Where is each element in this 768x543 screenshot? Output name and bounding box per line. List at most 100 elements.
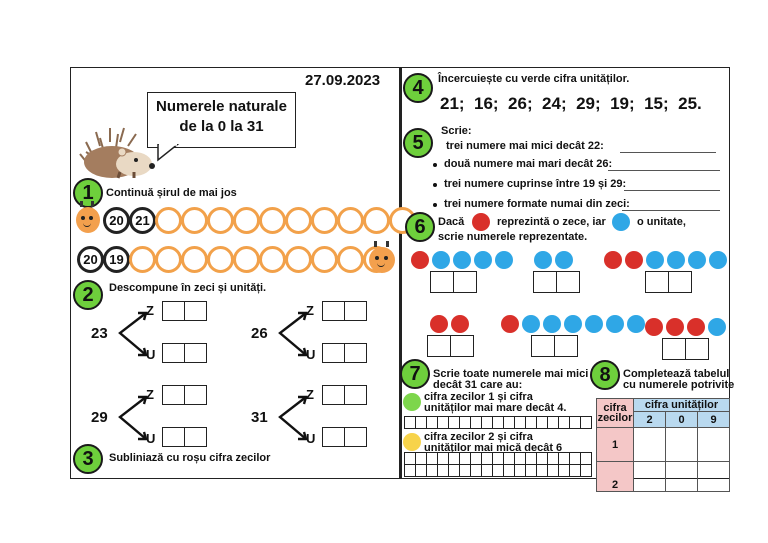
ex4-instruction: Încercuiește cu verde cifra unităților.	[438, 73, 630, 85]
answer-line-1[interactable]	[620, 152, 716, 153]
decompose-number: 26	[251, 325, 268, 342]
answer-box[interactable]	[556, 271, 580, 293]
answer-box[interactable]	[645, 271, 669, 293]
tens-box[interactable]	[184, 385, 207, 405]
answer-box[interactable]	[668, 271, 692, 293]
title-line1: Numerele naturale	[156, 98, 287, 115]
unit-dot	[667, 251, 685, 269]
table-cell[interactable]	[665, 427, 698, 462]
grid-cell[interactable]	[580, 416, 592, 429]
table-cell[interactable]	[697, 427, 730, 462]
caterpillar-number: 20	[103, 207, 130, 234]
ex7-item2: cifra zecilor 2 și cifra unităților mai …	[424, 432, 562, 454]
units-box[interactable]	[184, 343, 207, 363]
decompose-number: 31	[251, 409, 268, 426]
units-box[interactable]	[344, 343, 367, 363]
ex7-item2-line1: cifra zecilor 2 și cifra	[424, 431, 533, 443]
caterpillar-blank-ring[interactable]	[233, 207, 260, 234]
title-line2: de la 0 la 31	[179, 118, 264, 135]
bullet	[433, 163, 437, 167]
units-label: U	[146, 431, 156, 446]
units-box[interactable]	[322, 427, 345, 447]
units-box[interactable]	[162, 343, 185, 363]
table-cell[interactable]	[633, 461, 666, 492]
table-cell[interactable]	[665, 461, 698, 492]
answer-line-4[interactable]	[622, 210, 720, 211]
hedgehog-icon	[79, 127, 155, 179]
yellow-dot-icon	[403, 433, 421, 451]
tens-box[interactable]	[344, 385, 367, 405]
unit-dot	[432, 251, 450, 269]
caterpillar-blank-ring[interactable]	[285, 207, 312, 234]
ex7-instruction-line2: decât 31 care au:	[433, 379, 523, 391]
unit-dot	[495, 251, 513, 269]
caterpillar-blank-ring[interactable]	[181, 246, 208, 273]
ex6-part2: reprezintă o zece, iar	[497, 216, 606, 228]
branch-arrows-icon	[118, 395, 148, 441]
tens-box[interactable]	[184, 301, 207, 321]
units-box[interactable]	[184, 427, 207, 447]
caterpillar-blank-ring[interactable]	[285, 246, 312, 273]
ex8-instruction-line1: Completează tabelul	[623, 368, 730, 380]
answer-box[interactable]	[662, 338, 686, 360]
table-cell[interactable]	[697, 461, 730, 492]
unit-dot	[627, 315, 645, 333]
caterpillar-blank-ring[interactable]	[129, 246, 156, 273]
caterpillar-blank-ring[interactable]	[337, 207, 364, 234]
callout-tail	[157, 144, 180, 162]
caterpillar-blank-ring[interactable]	[207, 207, 234, 234]
unit-dot	[646, 251, 664, 269]
decompose-number: 29	[91, 409, 108, 426]
caterpillar-blank-ring[interactable]	[337, 246, 364, 273]
caterpillar-blank-ring[interactable]	[207, 246, 234, 273]
caterpillar-blank-ring[interactable]	[233, 246, 260, 273]
units-box[interactable]	[162, 427, 185, 447]
exercise-7-badge: 7	[400, 359, 430, 389]
tens-box[interactable]	[162, 385, 185, 405]
answer-box[interactable]	[453, 271, 477, 293]
tens-box[interactable]	[162, 301, 185, 321]
units-box[interactable]	[322, 343, 345, 363]
caterpillar-blank-ring[interactable]	[311, 207, 338, 234]
caterpillar-blank-ring[interactable]	[259, 246, 286, 273]
units-box[interactable]	[344, 427, 367, 447]
answer-box[interactable]	[531, 335, 555, 357]
caterpillar-blank-ring[interactable]	[155, 207, 182, 234]
col-9: 9	[697, 411, 730, 428]
tens-label: Z	[146, 387, 154, 402]
unit-dot	[564, 315, 582, 333]
col-2: 2	[633, 411, 666, 428]
bullet	[433, 203, 437, 207]
caterpillar-blank-ring[interactable]	[155, 246, 182, 273]
caterpillar-number: 20	[77, 246, 104, 273]
tens-box[interactable]	[344, 301, 367, 321]
digit-table: cifra zecilor cifra unităților 2 0 9 1 2	[596, 398, 730, 492]
answer-box[interactable]	[430, 271, 454, 293]
caterpillar-blank-ring[interactable]	[311, 246, 338, 273]
tens-box[interactable]	[322, 301, 345, 321]
answer-box[interactable]	[450, 335, 474, 357]
unit-dot-legend	[612, 213, 630, 231]
grid-cell[interactable]	[580, 464, 592, 477]
caterpillar-blank-ring[interactable]	[259, 207, 286, 234]
answer-line-3[interactable]	[624, 190, 720, 191]
answer-line-2[interactable]	[608, 170, 720, 171]
caterpillar-blank-ring[interactable]	[181, 207, 208, 234]
answer-box[interactable]	[427, 335, 451, 357]
branch-arrows-icon	[278, 311, 308, 357]
table-cell[interactable]	[633, 427, 666, 462]
ten-dot	[411, 251, 429, 269]
tens-box[interactable]	[322, 385, 345, 405]
ten-dot	[666, 318, 684, 336]
caterpillar-blank-ring[interactable]	[363, 207, 390, 234]
answer-box[interactable]	[554, 335, 578, 357]
row-2: 2	[596, 461, 634, 492]
ex5-item-2: două numere mai mari decât 26:	[444, 158, 613, 170]
row-1: 1	[596, 427, 634, 462]
exercise-5-badge: 5	[403, 128, 433, 158]
unit-dot	[688, 251, 706, 269]
ex5-item-1: trei numere mai mici decât 22:	[446, 140, 604, 152]
answer-box[interactable]	[533, 271, 557, 293]
answer-box[interactable]	[685, 338, 709, 360]
ex5-item-3: trei numere cuprinse între 19 și 29:	[444, 178, 627, 190]
